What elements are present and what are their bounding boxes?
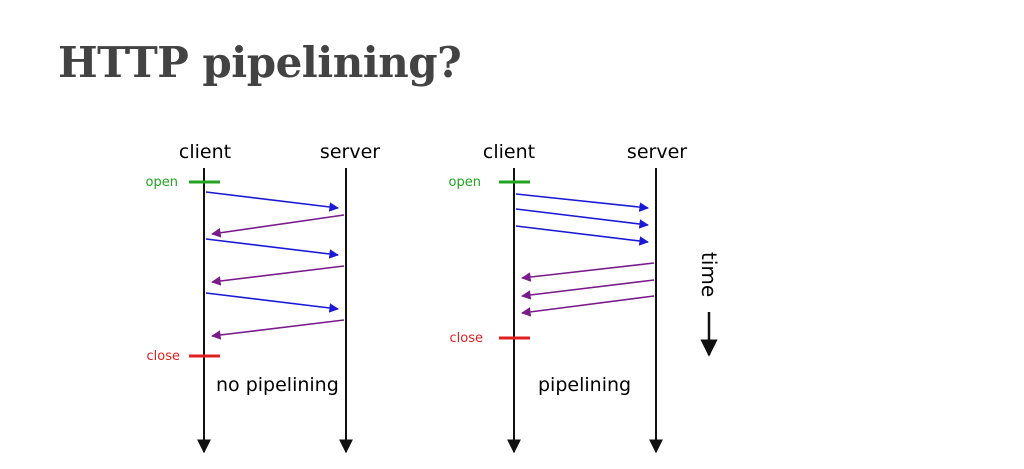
panel-caption: pipelining — [538, 374, 631, 396]
response-arrow — [211, 214, 345, 238]
open-label: open — [146, 175, 178, 190]
request-arrow — [205, 191, 339, 212]
request-arrow — [515, 208, 649, 229]
client-label: client — [483, 141, 535, 163]
response-arrow — [521, 262, 655, 282]
slide-title: HTTP pipelining? — [58, 38, 462, 87]
close-label: close — [450, 331, 483, 346]
response-arrow — [521, 295, 655, 317]
response-arrow — [211, 265, 345, 286]
request-arrow — [515, 193, 649, 212]
request-arrow — [515, 225, 649, 246]
panel-caption: no pipelining — [216, 374, 339, 396]
response-arrow — [211, 319, 345, 340]
server-label: server — [627, 141, 687, 163]
response-arrow — [521, 279, 655, 300]
panel-pipelining: client server open close pipelining — [449, 141, 687, 454]
time-indicator: time — [697, 252, 721, 357]
open-label: open — [449, 175, 481, 190]
request-arrow — [205, 292, 339, 313]
panel-no-pipelining: client server open close no pipelining — [146, 141, 380, 454]
time-label: time — [697, 252, 721, 297]
server-label: server — [320, 141, 380, 163]
close-label: close — [147, 349, 180, 364]
client-label: client — [179, 141, 231, 163]
request-arrow — [205, 238, 339, 259]
